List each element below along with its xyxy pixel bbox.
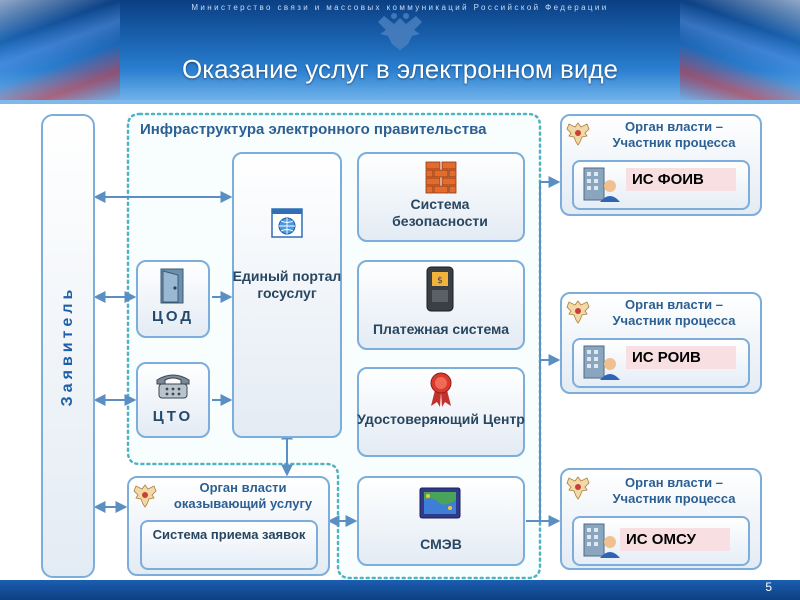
- application-system-label: Система приема заявок: [152, 527, 306, 542]
- map-icon: [419, 487, 461, 519]
- participant-system-label-3: ИС ОМСУ: [620, 528, 730, 551]
- certification-center-label: Удостоверяющий Центр: [357, 411, 525, 427]
- portal-label: Единый портал госуслуг: [232, 268, 342, 301]
- portal-box: [232, 152, 342, 438]
- service-authority-title: Орган власти оказывающий услугу: [173, 480, 313, 511]
- door-icon: [160, 268, 184, 304]
- applicant-box: [41, 114, 95, 578]
- applicant-label: Заявитель: [59, 285, 76, 407]
- telephone-icon: [156, 374, 190, 399]
- ministry-name: Министерство связи и массовых коммуникац…: [191, 3, 609, 12]
- participant-authority-title-3: Орган власти – Участник процесса: [612, 475, 736, 506]
- flag-decoration-left: [0, 0, 120, 100]
- participant-system-label-2: ИС РОИВ: [626, 346, 736, 369]
- security-system-label: Система безопасности: [392, 196, 488, 229]
- building-user-icon: [583, 167, 620, 202]
- building-user-icon: [583, 345, 620, 380]
- page-title: Оказание услуг в электронном виде: [182, 54, 618, 84]
- firewall-icon: [425, 161, 457, 194]
- coat-of-arms-icon: [566, 300, 590, 324]
- coat-of-arms-icon: [566, 476, 590, 500]
- browser-window-icon: [271, 208, 303, 238]
- security-system-box: [357, 152, 525, 242]
- payment-system-label: Платежная система: [372, 321, 510, 337]
- participant-system-label-1: ИС ФОИВ: [626, 168, 736, 191]
- payment-terminal-icon: $: [426, 266, 454, 312]
- participant-authority-title-2: Орган власти – Участник процесса: [612, 297, 736, 328]
- cod-label: ЦОД: [151, 308, 195, 325]
- applicant-label-wrap: Заявитель: [41, 114, 95, 578]
- cto-label: ЦТО: [152, 408, 194, 425]
- footer-bar: [0, 580, 800, 600]
- page-number: 5: [765, 580, 772, 594]
- certificate-seal-icon: [430, 372, 452, 407]
- svg-text:$: $: [437, 276, 443, 286]
- header-divider: [0, 100, 800, 104]
- smev-label: СМЭВ: [420, 536, 462, 552]
- header-banner: Министерство связи и массовых коммуникац…: [0, 0, 800, 100]
- flag-decoration-right: [680, 0, 800, 100]
- participant-authority-title-1: Орган власти – Участник процесса: [612, 119, 736, 150]
- infrastructure-title: Инфраструктура электронного правительств…: [140, 121, 487, 138]
- application-system-box: [140, 520, 318, 570]
- coat-of-arms-icon: [378, 13, 422, 50]
- coat-of-arms-icon: [566, 122, 590, 146]
- building-user-icon: [583, 523, 620, 558]
- coat-of-arms-icon: [133, 484, 157, 508]
